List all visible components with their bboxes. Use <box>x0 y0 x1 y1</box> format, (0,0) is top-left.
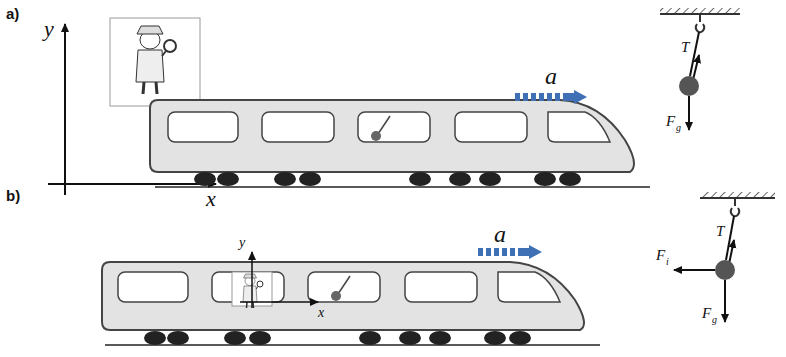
axis-label: x <box>318 306 324 320</box>
force-label: T <box>681 40 689 55</box>
acceleration-label: a <box>494 222 506 246</box>
axis-label: x <box>206 188 216 210</box>
axis-label: y <box>44 18 54 40</box>
force-label: F <box>666 114 675 129</box>
axis-label: y <box>239 236 245 250</box>
force-label: F <box>702 306 711 321</box>
force-label: T <box>716 224 724 239</box>
panel-label: b) <box>6 188 20 203</box>
force-subscript: i <box>666 257 669 267</box>
force-label: F <box>656 248 665 263</box>
panel-label: a) <box>6 6 19 21</box>
acceleration-label: a <box>545 64 557 88</box>
force-subscript: g <box>676 123 681 133</box>
force-subscript: g <box>712 315 717 325</box>
